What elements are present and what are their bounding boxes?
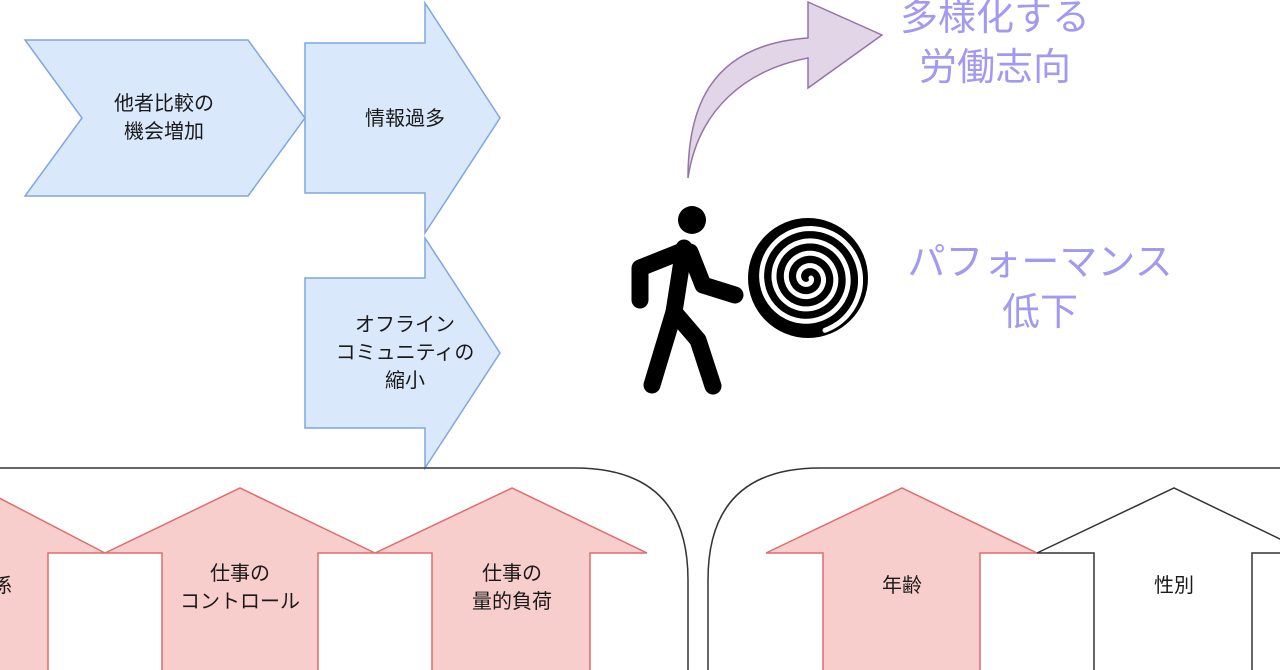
up-arrow-shape: [1036, 487, 1280, 670]
outcome-diversify-line2: 労働志向: [919, 45, 1071, 89]
arrow-community-line1: オフライン: [355, 312, 455, 336]
factor-left-1-line2: コントロール: [180, 589, 300, 613]
outcome-diversify-line1: 多様化する: [900, 0, 1090, 39]
arrow-community-line2: コミュニティの: [336, 340, 475, 364]
factor-left-0: 係: [0, 497, 106, 670]
factor-right-0-line1: 年齢: [882, 573, 922, 597]
up-arrow-shape: [104, 487, 376, 670]
arrow-shape: [304, 235, 501, 471]
up-arrow-shape: [374, 487, 648, 670]
spiral-icon: [748, 218, 868, 338]
outcome-performance-line2: 低下: [1002, 290, 1078, 334]
curved-arrow-icon: [687, 0, 884, 179]
walking-person-icon: [631, 206, 744, 395]
factor-right-0: 年齢: [765, 487, 1038, 670]
arrow-community: オフライン コミュニティの 縮小: [304, 235, 501, 471]
factor-left-2: 仕事の 量的負荷: [374, 487, 648, 670]
up-arrow-shape: [0, 497, 106, 670]
factor-right-1: 性別: [1036, 487, 1280, 670]
chevron-comparison-line1: 他者比較の: [114, 91, 214, 115]
container-right: [707, 467, 1280, 670]
arrow-community-line3: 縮小: [385, 368, 425, 392]
factor-left-0-line1: 係: [0, 573, 12, 597]
factor-left-1: 仕事の コントロール: [104, 487, 376, 670]
factor-right-1-line1: 性別: [1154, 573, 1194, 597]
arrow-shape: [304, 0, 501, 236]
arrow-info-overload: 情報過多: [304, 0, 501, 236]
up-arrow-shape: [765, 487, 1038, 670]
outcome-performance-line1: パフォーマンス: [907, 240, 1172, 284]
arrow-info-overload-line1: 情報過多: [365, 106, 445, 130]
factor-left-2-line1: 仕事の: [482, 561, 542, 585]
factor-left-2-line2: 量的負荷: [472, 589, 552, 613]
container-left: [0, 467, 689, 670]
factor-left-1-line1: 仕事の: [210, 561, 270, 585]
chevron-comparison-line2: 機会増加: [124, 119, 204, 143]
chevron-comparison: 他者比較の 機会増加: [23, 39, 306, 197]
chevron-shape: [23, 39, 306, 197]
